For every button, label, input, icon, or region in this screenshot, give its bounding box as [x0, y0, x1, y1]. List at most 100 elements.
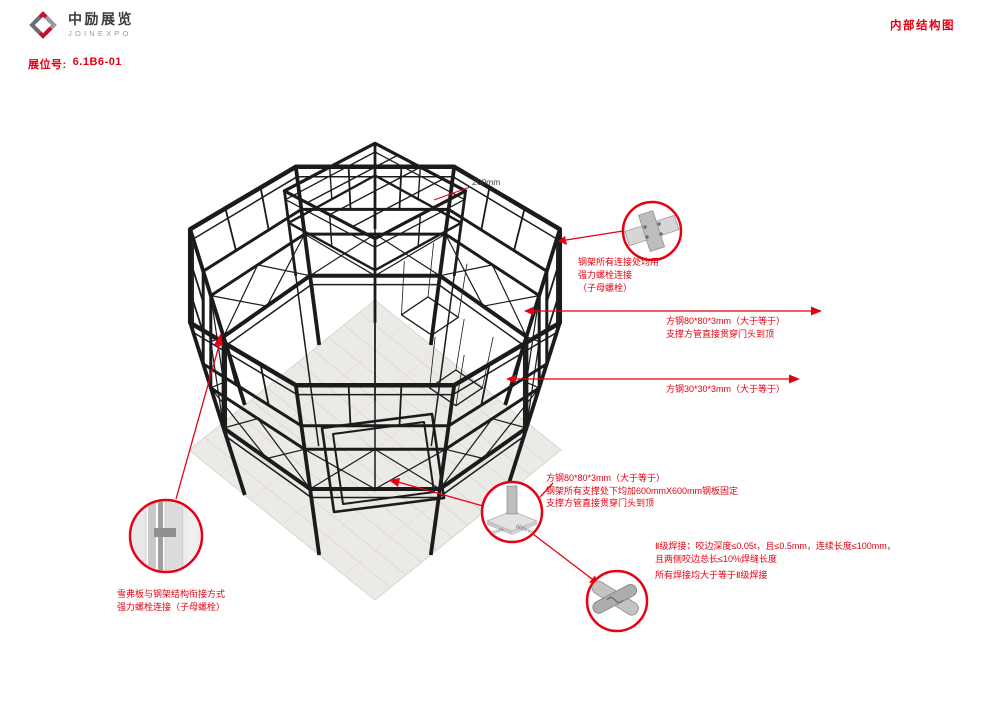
frame-member [347, 385, 352, 426]
frame-member [455, 354, 465, 406]
page-title: 内部结构图 [890, 20, 955, 32]
frame-member [526, 381, 540, 389]
frame-member [431, 281, 439, 336]
frame-member [210, 295, 225, 383]
frame-member [401, 261, 405, 315]
frame-member [188, 322, 247, 496]
arrowhead [524, 306, 534, 316]
frame-member [257, 418, 311, 490]
note-panel-line2: 强力螺栓连接（子母螺栓） [117, 602, 226, 612]
joint-detail-callout [621, 200, 683, 262]
note-panel: 雪弗板与钢架结构衔接方式 强力螺栓连接（子母螺栓） [117, 588, 225, 614]
arrowhead [811, 306, 822, 316]
frame-member [304, 448, 376, 490]
frame-member [429, 336, 436, 388]
frame-member [223, 264, 259, 337]
logo-text: 中励展览 JOINEXPO [68, 11, 134, 39]
annotation-arrowheads [214, 236, 822, 584]
note-panel-line1: 雪弗板与钢架结构衔接方式 [117, 589, 226, 599]
weld-detail-photo [591, 580, 639, 616]
leader-base-detail [397, 481, 484, 507]
note-base-title: 方钢80*80*3mm（大于等于） [546, 473, 666, 483]
leader-dim-200 [433, 186, 471, 201]
frame-member [188, 228, 247, 406]
frame-member [430, 275, 455, 447]
frame-member [210, 295, 267, 307]
arrowhead [506, 374, 516, 384]
joint-detail-photo [624, 210, 680, 253]
frame-member [445, 448, 484, 460]
frame-member [374, 448, 441, 490]
frame-member [224, 208, 237, 251]
frame-member [295, 275, 320, 447]
arrowhead [789, 374, 800, 384]
weld-detail-callout [585, 569, 649, 633]
note-joint-line2: 强力螺栓连接 [578, 270, 633, 280]
frame-member [455, 318, 465, 371]
frame-member [452, 190, 467, 277]
arrowhead [389, 478, 400, 487]
frame-member [266, 233, 306, 307]
frame-member [293, 384, 322, 556]
note-steel80-line1: 方钢80*80*3mm（大于等于） [666, 316, 786, 326]
frame-member [210, 387, 268, 459]
frame-member [503, 322, 562, 496]
frame-member [320, 412, 446, 514]
frame-member [545, 291, 561, 334]
booth-value: 6.1B6-01 [72, 56, 122, 68]
panel-detail-callout [128, 498, 204, 574]
frame-member [351, 178, 444, 228]
frame-member [428, 384, 457, 556]
frame-member [374, 448, 446, 490]
frame-member [513, 208, 526, 251]
steel-frame [187, 141, 563, 556]
frame-member [223, 418, 258, 429]
annotation-leaders [175, 186, 812, 580]
note-weld-line1: Ⅱ级焊接：咬边深度≤0.05t，且≤0.5mm，连续长度≤100mm， [655, 541, 896, 551]
frame-member [417, 214, 421, 247]
frame-member [427, 242, 434, 297]
frame-member [210, 341, 225, 429]
note-weld-line2: 且两侧咬边总长≤10%焊缝长度 [655, 554, 777, 564]
note-steel80: 方钢80*80*3mm（大于等于） 支撑方管直接贯穿门头到顶 [666, 315, 785, 341]
company-logo: 中励展览 JOINEXPO [25, 7, 134, 43]
frame-member [306, 154, 399, 204]
frame-member [329, 166, 421, 216]
note-joint-line3: （子母螺栓） [578, 283, 633, 293]
floor-plank-line [312, 399, 500, 551]
frame-member [457, 263, 468, 318]
note-joint-line1: 钢架所有连接处均用 [578, 257, 660, 267]
logo-ribbon [29, 15, 42, 35]
leader-joint-detail [565, 230, 624, 241]
frame-member [480, 364, 491, 406]
arrowhead [214, 333, 223, 346]
dimension-200mm: 200mm [472, 177, 501, 187]
frame-member [293, 166, 322, 346]
frame-member [545, 260, 561, 303]
note-weld: Ⅱ级焊接：咬边深度≤0.05t，且≤0.5mm，连续长度≤100mm， 且两侧咬… [655, 540, 896, 582]
frame-member [329, 167, 333, 200]
frame-member [309, 448, 376, 490]
logo-name-cn: 中励展览 [68, 11, 134, 27]
frame-member [189, 291, 205, 334]
frame-member [283, 190, 298, 277]
frame-member [481, 336, 494, 388]
note-weld-line3: 所有焊接均大于等于Ⅱ级焊接 [655, 570, 768, 580]
frame-member [304, 233, 376, 277]
leader-panel-detail [175, 341, 221, 500]
arrowhead [558, 236, 567, 245]
frame-member [483, 295, 540, 307]
frame-member [259, 364, 270, 406]
frame-member [257, 264, 311, 277]
note-joint: 钢架所有连接处均用 强力螺栓连接 （子母螺栓） [578, 256, 659, 295]
note-steel30: 方钢30*30*3mm（大于等于） [666, 383, 785, 396]
leader-base-text [539, 482, 554, 498]
booth-number: 展位号: 6.1B6-01 [28, 56, 122, 72]
frame-member [526, 336, 540, 343]
frame-member [417, 167, 421, 200]
note-steel30-line1: 方钢30*30*3mm（大于等于） [666, 384, 786, 394]
note-steel80-line2: 支撑方管直接贯穿门头到顶 [666, 329, 775, 339]
frame-member [266, 448, 305, 460]
